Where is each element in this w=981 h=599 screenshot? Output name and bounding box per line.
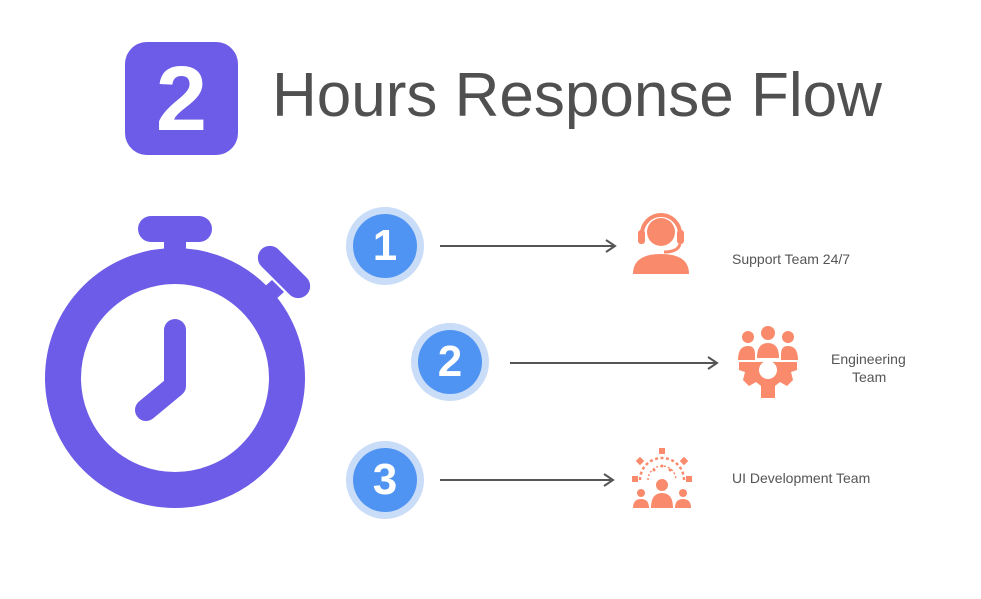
engineering-team-gear-icon (738, 326, 798, 398)
team-label-engineering-line1: Engineering (831, 351, 906, 367)
step-2-number: 2 (418, 330, 482, 394)
team-label-engineering: Engineering Team (831, 350, 906, 386)
ui-development-team-icon (632, 448, 692, 508)
step-1-number: 1 (353, 214, 417, 278)
support-agent-icon (633, 213, 689, 274)
step-1-arrow (440, 239, 617, 253)
number-badge: 2 (125, 42, 238, 155)
team-label-ui-development: UI Development Team (732, 470, 871, 486)
page-title: Hours Response Flow (272, 61, 882, 130)
step-1-circle: 1 (346, 207, 424, 285)
stopwatch-icon (45, 216, 311, 508)
step-3-arrow (440, 473, 615, 487)
team-label-support: Support Team 24/7 (732, 251, 851, 267)
badge-number: 2 (155, 47, 208, 150)
team-label-engineering-line2: Team (852, 369, 887, 386)
step-3-number: 3 (353, 448, 417, 512)
step-2-circle: 2 (411, 323, 489, 401)
step-3-circle: 3 (346, 441, 424, 519)
step-2-arrow (510, 356, 719, 370)
